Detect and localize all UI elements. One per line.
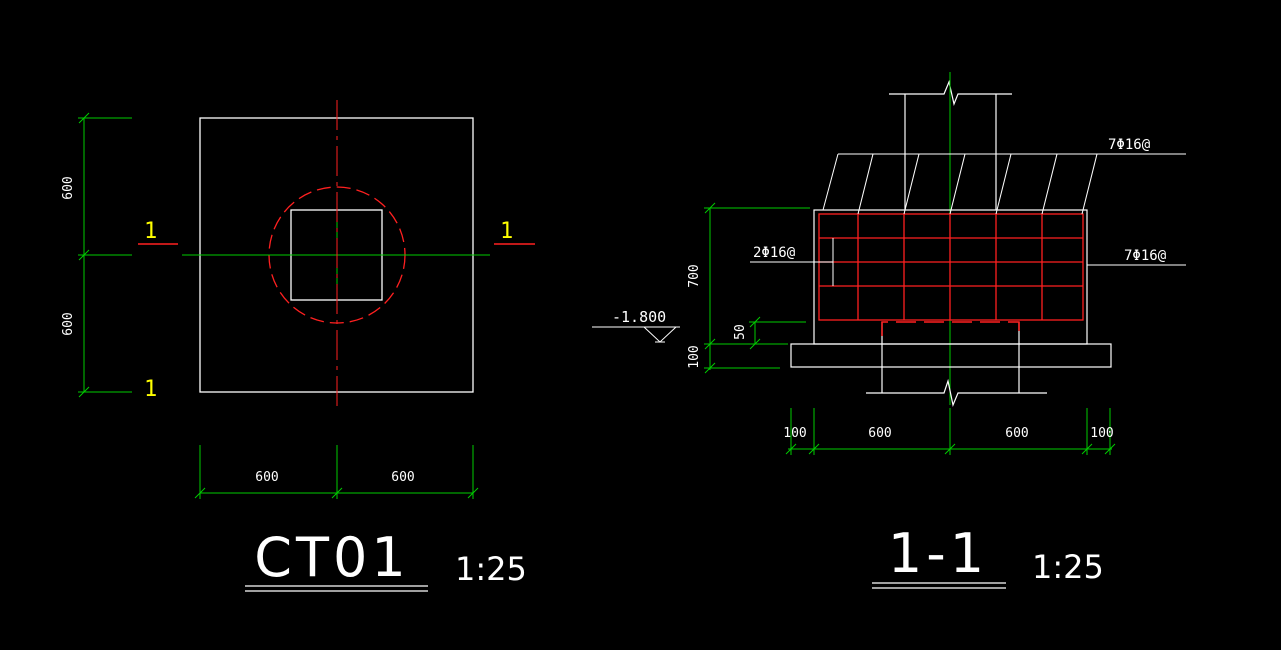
column-section [889, 80, 1012, 210]
plan-dim-bottom-right: 600 [391, 470, 414, 485]
dim-cover-50: 50 [733, 324, 748, 340]
dim-height-700: 700 [687, 264, 702, 287]
top-rebar-leaders [822, 153, 1186, 215]
section-title: 1-1 [888, 522, 988, 585]
rebar-side-label: 2Φ16@ [753, 245, 796, 261]
plan-dim-bottom-left: 600 [255, 470, 278, 485]
dim-edge-right: 100 [1090, 426, 1113, 441]
plan-dim-left-bottom: 600 [61, 312, 76, 335]
dim-pad-100: 100 [687, 345, 702, 368]
section-mark-left: 1 [144, 219, 157, 244]
dim-edge-left: 100 [783, 426, 806, 441]
plan-title: CT01 [254, 526, 409, 589]
rebar-side-leader [750, 238, 834, 286]
section-scale: 1:25 [1032, 548, 1104, 586]
elevation-label: -1.800 [612, 308, 666, 326]
elevation-mark [592, 326, 680, 343]
dim-half-right: 600 [1005, 426, 1028, 441]
section-mark-right: 1 [500, 219, 513, 244]
section-view: 7Φ16@ 7Φ16@ 2Φ16@ -1.800 [592, 72, 1186, 589]
section-left-dimensions [704, 202, 810, 374]
plan-left-dimension [78, 112, 132, 398]
dim-half-left: 600 [868, 426, 891, 441]
rebar-cage [818, 213, 1084, 321]
rebar-top-label: 7Φ16@ [1108, 137, 1151, 153]
plan-view: 1 1 1 600 600 600 600 CT01 [61, 100, 535, 592]
pile-embed-dashed [881, 321, 1020, 336]
plan-dim-left-top: 600 [61, 176, 76, 199]
section-mark-bottom: 1 [144, 377, 157, 402]
blinding-layer [790, 343, 1112, 368]
rebar-right-label: 7Φ16@ [1124, 248, 1167, 264]
plan-scale: 1:25 [455, 550, 527, 588]
section-bottom-dimensions [785, 408, 1116, 455]
plan-bottom-dimension [194, 445, 479, 499]
